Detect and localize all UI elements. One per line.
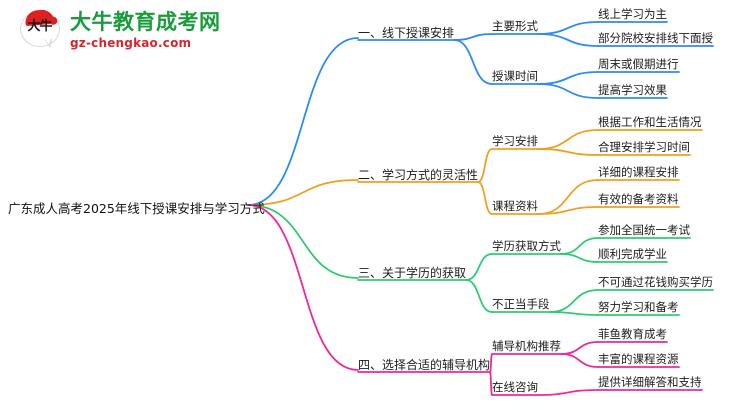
mindmap-leaf-3-1-2[interactable]: 顺利完成学业: [598, 247, 667, 261]
mindmap-leaf-2-2-1[interactable]: 详细的课程安排: [598, 165, 679, 179]
mindmap-root-node[interactable]: 广东成人高考2025年线下授课安排与学习方式: [8, 201, 265, 216]
site-logo[interactable]: 大牛 大牛教育成考网 gz-chengkao.com: [18, 8, 221, 51]
mindmap-subtopic-3-2[interactable]: 不正当手段: [492, 297, 550, 311]
mindmap-subtopic-1-1[interactable]: 主要形式: [492, 19, 538, 33]
mindmap-subtopic-1-2[interactable]: 授课时间: [492, 69, 538, 83]
mindmap-subtopic-2-2[interactable]: 课程资料: [492, 199, 538, 213]
mindmap-leaf-1-1-2[interactable]: 部分院校安排线下面授: [598, 31, 713, 45]
logo-domain: gz-chengkao.com: [70, 35, 192, 50]
mindmap-leaf-2-2-2[interactable]: 有效的备考资料: [598, 192, 679, 206]
mindmap-leaf-1-2-1[interactable]: 周末或假期进行: [598, 57, 679, 71]
mindmap-leaf-3-1-1[interactable]: 参加全国统一考试: [598, 223, 690, 237]
mindmap-leaf-3-2-1[interactable]: 不可通过花钱购买学历: [598, 275, 713, 289]
mindmap-subtopic-4-1[interactable]: 辅导机构推荐: [492, 339, 561, 353]
mindmap-leaf-4-1-2[interactable]: 丰富的课程资源: [598, 352, 679, 366]
mindmap-leaf-4-1-1[interactable]: 菲鱼教育成考: [598, 327, 667, 341]
mindmap-leaf-2-1-2[interactable]: 合理安排学习时间: [598, 140, 690, 154]
mindmap-branch-2[interactable]: 二、学习方式的灵活性: [358, 168, 479, 182]
mindmap-leaf-2-1-1[interactable]: 根据工作和生活情况: [598, 115, 702, 129]
logo-mark-text: 大牛: [27, 19, 52, 34]
mindmap-subtopic-2-1[interactable]: 学习安排: [492, 134, 538, 148]
logo-text-block: 大牛教育成考网 gz-chengkao.com: [70, 9, 221, 50]
mindmap-leaf-4-2-1[interactable]: 提供详细解答和支持: [598, 375, 702, 389]
speech-bubble-tail-inner: [44, 38, 51, 45]
mindmap-leaf-1-2-2[interactable]: 提高学习效果: [598, 83, 667, 97]
mindmap-branch-4[interactable]: 四、选择合适的辅导机构: [358, 358, 491, 372]
mindmap-branch-3[interactable]: 三、关于学历的获取: [358, 266, 467, 280]
mindmap-leaf-1-1-1[interactable]: 线上学习为主: [598, 7, 667, 21]
mindmap-subtopic-4-2[interactable]: 在线咨询: [492, 380, 538, 394]
mindmap-subtopic-3-1[interactable]: 学历获取方式: [492, 239, 561, 253]
mindmap-branch-1[interactable]: 一、线下授课安排: [358, 26, 455, 40]
logo-bubble-icon: 大牛: [18, 8, 62, 51]
mindmap-leaf-3-2-2[interactable]: 努力学习和备考: [598, 300, 679, 314]
logo-site-name: 大牛教育成考网: [70, 9, 221, 34]
